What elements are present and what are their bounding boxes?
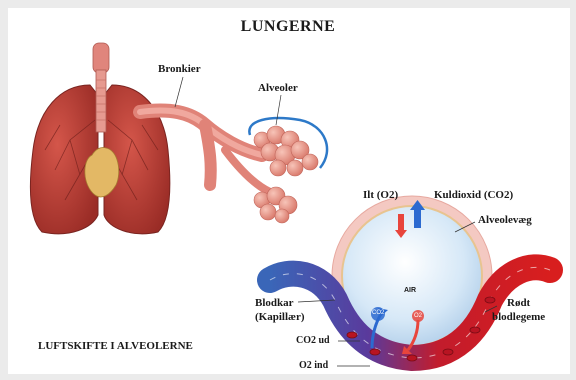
label-co2-ud: CO2 ud [296,335,330,346]
bubble-co2: CO2 [372,310,384,316]
label-alveoler: Alveoler [258,82,298,94]
label-alveolevaeg: Alveolevæg [478,214,532,226]
label-bronkier: Bronkier [158,63,201,75]
label-air: AIR [404,287,416,294]
alveoli-clusters [249,118,327,223]
lungs [30,43,169,234]
trachea [96,70,106,132]
bubble-o2: O2 [414,313,422,319]
label-ilt: Ilt (O2) [363,189,398,201]
label-blodkar: Blodkar [255,297,294,309]
label-rodt: Rødt [507,297,530,309]
label-o2-ind: O2 ind [299,360,328,371]
larynx [93,43,109,73]
diagram-title: LUNGERNE [0,18,576,36]
label-kapillaer: (Kapillær) [255,311,305,323]
label-blodlegeme: blodlegeme [492,311,545,323]
label-kuldioxid: Kuldioxid (CO2) [434,189,513,201]
section-title: LUFTSKIFTE I ALVEOLERNE [38,340,193,352]
